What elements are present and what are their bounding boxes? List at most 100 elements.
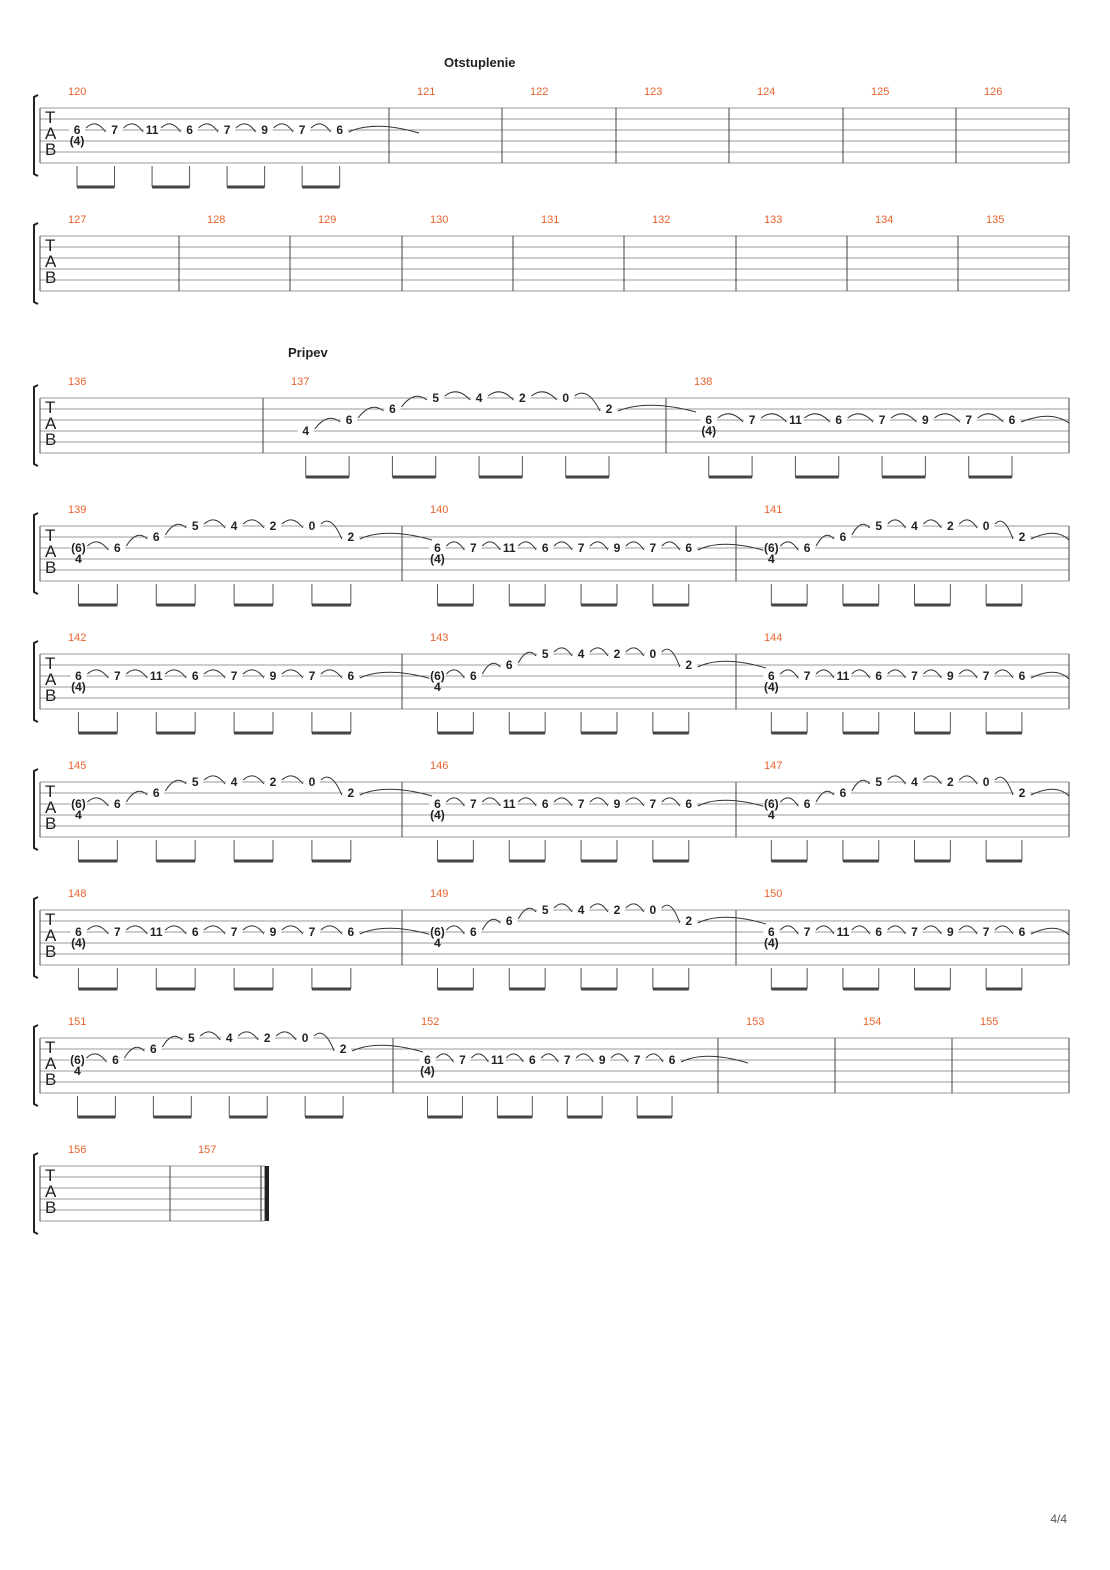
slur	[574, 392, 601, 412]
slur	[517, 541, 537, 551]
slur	[446, 541, 465, 551]
fret-number: 6	[542, 541, 549, 555]
fret-backdrop	[644, 648, 661, 660]
fret-backdrop	[145, 1043, 162, 1055]
fret-number: 5	[432, 391, 439, 405]
tie	[351, 1044, 424, 1053]
fret-backdrop	[763, 670, 780, 682]
tab-clef-letter: B	[45, 942, 56, 961]
slur	[923, 925, 942, 935]
fret-backdrop	[342, 670, 359, 682]
fret-backdrop	[264, 670, 281, 682]
bar-number: 127	[68, 214, 86, 226]
slur	[717, 413, 744, 423]
tab-clef-letter: A	[45, 1182, 57, 1201]
fret-backdrop	[870, 520, 887, 532]
slur	[625, 797, 645, 807]
fret-backdrop	[573, 798, 590, 810]
tie	[617, 404, 697, 413]
tie	[697, 660, 767, 669]
fret-backdrop	[870, 670, 887, 682]
slur	[661, 648, 681, 668]
bar-number: 128	[207, 214, 225, 226]
bar-number: 137	[291, 376, 309, 388]
fret-backdrop	[501, 798, 518, 810]
tie	[697, 543, 767, 552]
fret-backdrop	[744, 414, 761, 426]
slur	[87, 541, 109, 551]
bar-number: 157	[198, 1144, 216, 1156]
bar-number: 151	[68, 1016, 86, 1028]
fret-backdrop	[514, 392, 531, 404]
fret-number: 6	[768, 925, 775, 939]
fret-backdrop	[906, 776, 923, 788]
slur	[123, 1046, 145, 1059]
tab-clef-letter: B	[45, 140, 56, 159]
bar-number: 152	[421, 1016, 439, 1028]
fret-number: 5	[875, 775, 882, 789]
fret-backdrop	[429, 670, 446, 682]
fret-number: 4	[231, 775, 238, 789]
fret-number: 5	[875, 519, 882, 533]
slur	[815, 669, 835, 679]
section-label: Otstuplenie	[444, 55, 516, 70]
fret-number: 6	[669, 1053, 676, 1067]
tab-clef-letter: B	[45, 1070, 56, 1089]
fret-number: 6	[389, 402, 396, 416]
slur	[553, 541, 573, 551]
slur	[164, 925, 187, 935]
fret-number: 2	[685, 658, 692, 672]
fret-backdrop	[384, 403, 401, 415]
fret-number: 5	[542, 903, 549, 917]
fret-backdrop	[787, 414, 804, 426]
fret-number: 2	[685, 914, 692, 928]
fret-backdrop	[183, 1032, 200, 1044]
slur	[540, 1053, 559, 1063]
fret-number: 6	[346, 413, 353, 427]
slur	[125, 534, 148, 547]
fret-backdrop	[942, 670, 959, 682]
tie	[348, 125, 420, 134]
fret-backdrop	[187, 670, 204, 682]
bar-number: 153	[746, 1016, 764, 1028]
fret-backdrop	[109, 542, 126, 554]
fret-number: 2	[947, 775, 954, 789]
fret-backdrop	[69, 124, 86, 136]
fret-number: 4	[75, 808, 82, 822]
fret-backdrop	[148, 787, 165, 799]
fret-backdrop	[471, 392, 488, 404]
bar-number: 144	[764, 632, 782, 644]
fret-backdrop	[799, 926, 816, 938]
fret-number: 7	[564, 1053, 571, 1067]
fret-number: 6	[192, 925, 199, 939]
fret-number: 6	[768, 669, 775, 683]
fret-number: 7	[231, 925, 238, 939]
slur	[625, 647, 645, 657]
fret-number: (4)	[420, 1064, 435, 1078]
fret-number: 2	[347, 530, 354, 544]
fret-number: 7	[650, 797, 657, 811]
fret-backdrop	[303, 926, 320, 938]
bar-number: 149	[430, 888, 448, 900]
fret-backdrop	[221, 1032, 238, 1044]
fret-number: 2	[519, 391, 526, 405]
fret-backdrop	[148, 926, 165, 938]
tie	[680, 1055, 749, 1064]
fret-number: 6	[840, 530, 847, 544]
slur	[575, 1053, 594, 1063]
fret-number: 7	[965, 413, 972, 427]
slur	[481, 541, 501, 551]
fret-backdrop	[960, 414, 977, 426]
fret-backdrop	[187, 776, 204, 788]
slur	[242, 669, 265, 679]
fret-backdrop	[226, 520, 243, 532]
slur	[553, 903, 573, 913]
fret-number: 6	[114, 541, 121, 555]
tie	[359, 532, 433, 541]
slur	[487, 391, 514, 401]
fret-backdrop	[70, 926, 87, 938]
system-brace	[33, 640, 39, 723]
fret-backdrop	[680, 659, 697, 671]
